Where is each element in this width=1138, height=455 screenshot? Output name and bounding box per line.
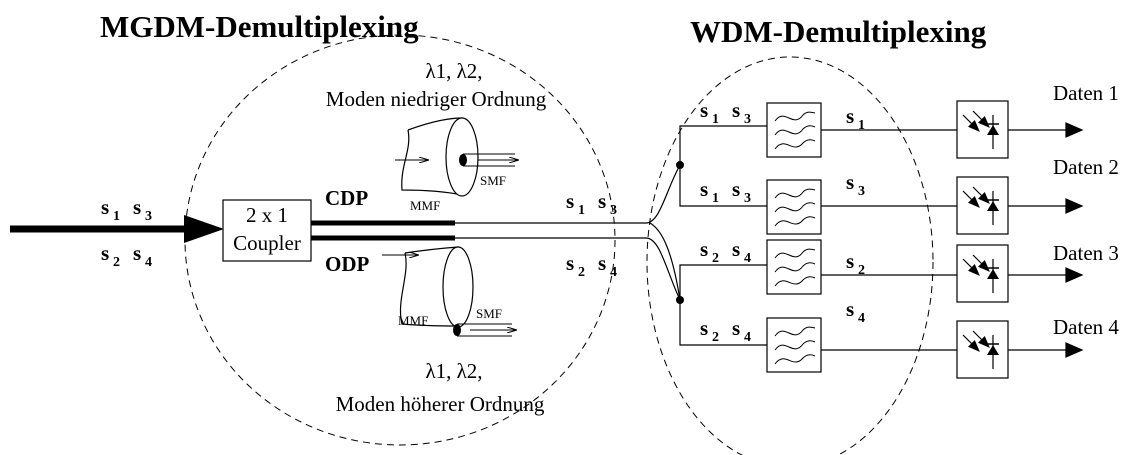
svg-text:2: 2 — [858, 263, 865, 278]
fiber-bottom-lambda: λ1, λ2, — [425, 359, 482, 383]
svg-text:s: s — [846, 249, 854, 273]
svg-text:3: 3 — [744, 112, 751, 127]
wdm-title: WDM-Demultiplexing — [690, 14, 987, 49]
output-label-3: Daten 3 — [1053, 241, 1119, 265]
svg-text:4: 4 — [145, 255, 152, 270]
coupler-label-2: Coupler — [233, 231, 301, 255]
cdp-label: CDP — [325, 186, 368, 210]
svg-text:s: s — [700, 177, 708, 201]
bandpass-filter-3 — [766, 239, 822, 295]
svg-text:s: s — [101, 241, 109, 265]
input-signals-bottom: s 2 s 4 — [101, 241, 152, 270]
branch-signals-2: s 1 s 3 — [700, 177, 751, 206]
fiber-top-modes: Moden niedriger Ordnung — [326, 87, 547, 111]
svg-text:s: s — [598, 251, 606, 275]
svg-text:s: s — [846, 170, 854, 194]
svg-text:s: s — [598, 189, 606, 213]
svg-text:3: 3 — [145, 209, 152, 224]
output-signal-4: s 4 — [846, 297, 865, 326]
input-arrow — [10, 215, 224, 243]
svg-text:1: 1 — [578, 203, 585, 218]
svg-text:4: 4 — [744, 330, 751, 345]
mmf-label-top: MMF — [410, 198, 440, 213]
output-label-1: Daten 1 — [1053, 81, 1119, 105]
svg-text:s: s — [732, 98, 740, 122]
branch-lines — [679, 125, 767, 346]
svg-text:s: s — [566, 251, 574, 275]
svg-text:4: 4 — [744, 251, 751, 266]
odp-signals: s 2 s 4 — [566, 251, 617, 280]
photodiode-1 — [956, 100, 1009, 159]
svg-text:1: 1 — [113, 209, 120, 224]
svg-text:4: 4 — [610, 265, 617, 280]
svg-text:2: 2 — [113, 255, 120, 270]
output-signal-2: s 3 — [846, 170, 865, 199]
svg-text:s: s — [732, 316, 740, 340]
svg-text:s: s — [101, 195, 109, 219]
svg-text:1: 1 — [712, 112, 719, 127]
svg-text:3: 3 — [858, 184, 865, 199]
fiber-bottom: MMF SMF λ1, λ2, Moden höherer Ordnung — [336, 246, 545, 416]
data-output-arrows — [1008, 122, 1084, 358]
svg-text:s: s — [133, 241, 141, 265]
mmf-label-bottom: MMF — [398, 313, 428, 328]
bandpass-filter-1 — [766, 102, 822, 158]
photodiode-3 — [956, 244, 1009, 303]
photodiode-4 — [956, 320, 1009, 379]
svg-text:1: 1 — [712, 191, 719, 206]
branch-signals-3: s 2 s 4 — [700, 237, 751, 266]
output-label-4: Daten 4 — [1053, 315, 1119, 339]
svg-text:1: 1 — [858, 118, 865, 133]
svg-text:s: s — [700, 237, 708, 261]
bandpass-filter-2 — [766, 179, 822, 235]
mgdm-region — [184, 34, 616, 446]
svg-text:s: s — [133, 195, 141, 219]
svg-text:s: s — [566, 189, 574, 213]
coupler-label-1: 2 x 1 — [246, 203, 288, 227]
output-label-2: Daten 2 — [1053, 155, 1119, 179]
output-signal-1: s 1 — [846, 104, 865, 133]
svg-text:3: 3 — [744, 191, 751, 206]
svg-text:s: s — [700, 316, 708, 340]
coupler-box — [222, 199, 312, 262]
odp-label: ODP — [325, 252, 370, 276]
svg-text:s: s — [700, 98, 708, 122]
filter-output-lines — [821, 129, 957, 351]
fiber-top: λ1, λ2, Moden niedriger Ordnung MMF SMF — [326, 59, 547, 213]
svg-text:s: s — [846, 297, 854, 321]
input-signals-top: s 1 s 3 — [101, 195, 152, 224]
branch-signals-1: s 1 s 3 — [700, 98, 751, 127]
svg-text:s: s — [732, 177, 740, 201]
fiber-crossover — [645, 164, 681, 301]
mgdm-title: MGDM-Demultiplexing — [100, 9, 419, 44]
svg-text:3: 3 — [610, 203, 617, 218]
svg-text:2: 2 — [578, 265, 585, 280]
output-signal-3: s 2 — [846, 249, 865, 278]
smf-label-top: SMF — [480, 173, 506, 188]
svg-text:4: 4 — [858, 311, 865, 326]
fiber-top-lambda: λ1, λ2, — [425, 59, 482, 83]
svg-text:s: s — [732, 237, 740, 261]
smf-label-bottom: SMF — [476, 306, 502, 321]
wdm-region — [646, 56, 934, 455]
bandpass-filter-4 — [766, 317, 822, 373]
fiber-bottom-modes: Moden höherer Ordnung — [336, 392, 545, 416]
photodiode-2 — [956, 176, 1009, 235]
cdp-signals: s 1 s 3 — [566, 189, 617, 218]
svg-text:s: s — [846, 104, 854, 128]
branch-signals-4: s 2 s 4 — [700, 316, 751, 345]
svg-text:2: 2 — [712, 330, 719, 345]
svg-text:2: 2 — [712, 251, 719, 266]
